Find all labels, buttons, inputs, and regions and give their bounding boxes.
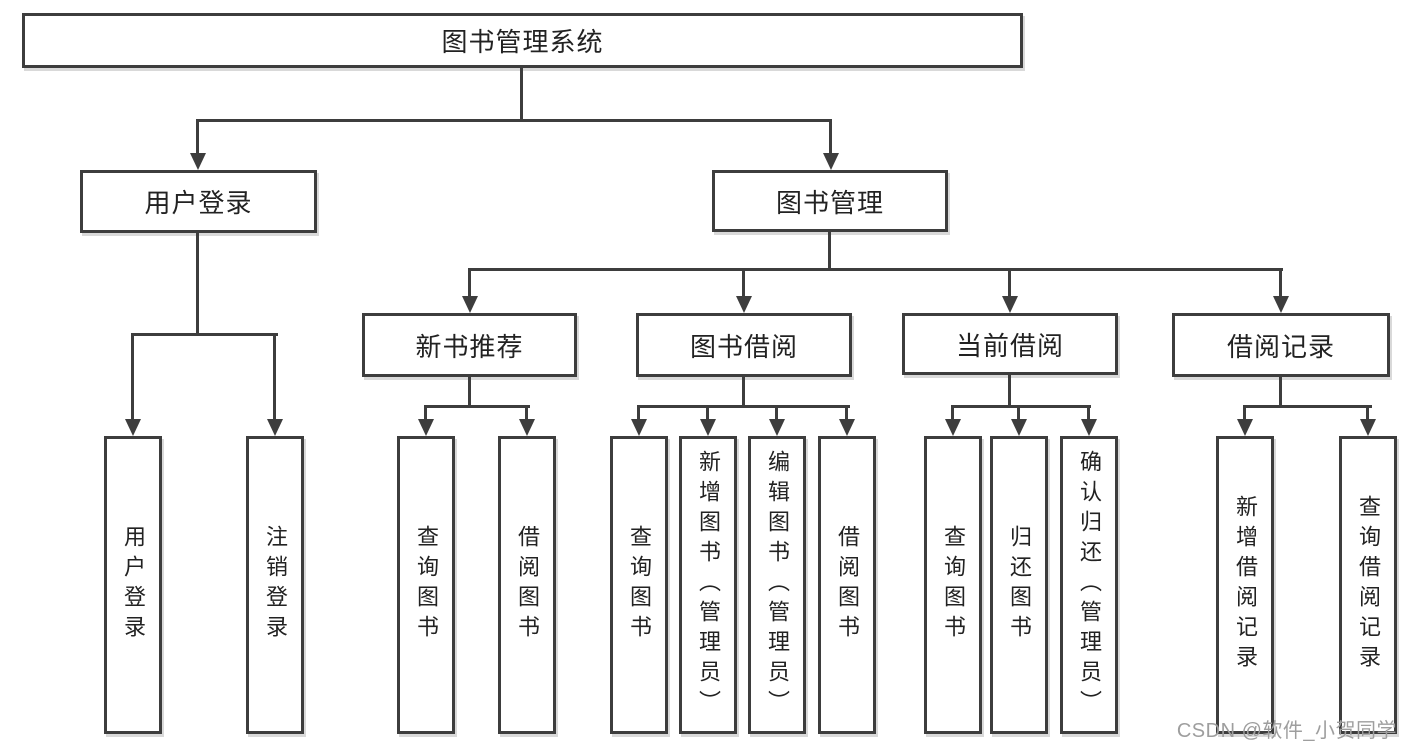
node-root-system: 图书管理系统	[22, 13, 1023, 68]
node-current-borrowing: 当前借阅	[902, 313, 1118, 375]
leaf-query-books-recommend: 查询图书	[397, 436, 455, 734]
node-label: 新书推荐	[415, 331, 524, 362]
node-label: 查询图书	[414, 525, 439, 645]
arrowhead-icon	[769, 419, 785, 436]
node-label: 归还图书	[1007, 525, 1032, 645]
leaf-return-book: 归还图书	[990, 436, 1048, 734]
connector-vline	[468, 268, 471, 299]
connector-vline	[520, 68, 523, 121]
arrowhead-icon	[945, 419, 961, 436]
node-label: 借阅图书	[515, 525, 540, 645]
arrowhead-icon	[267, 419, 283, 436]
arrowhead-icon	[736, 296, 752, 313]
connector-vline	[468, 377, 471, 408]
connector-vline	[1017, 405, 1020, 422]
node-label: 新增借阅记录	[1233, 495, 1258, 675]
leaf-edit-book-admin: 编辑图书（管理员）	[748, 436, 806, 734]
arrowhead-icon	[1360, 419, 1376, 436]
connector-vline	[829, 119, 832, 156]
leaf-add-book-admin: 新增图书（管理员）	[679, 436, 737, 734]
connector-vline	[131, 333, 134, 422]
connector-vline	[1008, 375, 1011, 408]
csdn-watermark: CSDN @软件_小贺同学	[1176, 720, 1397, 742]
connector-vline	[742, 268, 745, 299]
node-new-book-recommend: 新书推荐	[362, 313, 577, 377]
connector-vline	[706, 405, 709, 422]
node-label: 当前借阅	[955, 330, 1064, 361]
node-label: 查询借阅记录	[1356, 495, 1381, 675]
connector-hline	[131, 333, 278, 336]
arrowhead-icon	[823, 153, 839, 170]
connector-hline	[468, 268, 1283, 271]
arrowhead-icon	[519, 419, 535, 436]
arrowhead-icon	[1273, 296, 1289, 313]
node-book-borrowing: 图书借阅	[636, 313, 852, 377]
connector-vline	[845, 405, 848, 422]
connector-vline	[273, 333, 276, 422]
arrowhead-icon	[700, 419, 716, 436]
leaf-borrow-books-recommend: 借阅图书	[498, 436, 556, 734]
connector-vline	[1279, 377, 1282, 408]
connector-vline	[1279, 268, 1282, 299]
leaf-logout: 注销登录	[246, 436, 304, 734]
connector-vline	[775, 405, 778, 422]
connector-hline	[951, 405, 1091, 408]
arrowhead-icon	[1081, 419, 1097, 436]
connector-vline	[196, 233, 199, 336]
connector-vline	[1087, 405, 1090, 422]
arrowhead-icon	[190, 153, 206, 170]
node-label: 查询图书	[627, 525, 652, 645]
leaf-user-login: 用户登录	[104, 436, 162, 734]
leaf-query-books-borrowing: 查询图书	[610, 436, 668, 734]
node-label: 用户登录	[121, 525, 146, 645]
connector-vline	[525, 405, 528, 422]
node-label: 用户登录	[144, 188, 253, 218]
node-label: 确认归还（管理员）	[1077, 450, 1102, 720]
connector-vline	[828, 232, 831, 271]
node-label: 注销登录	[263, 525, 288, 645]
connector-hline	[1243, 405, 1372, 408]
leaf-query-borrow-record: 查询借阅记录	[1339, 436, 1397, 734]
node-label: 图书借阅	[689, 331, 798, 362]
connector-vline	[1008, 268, 1011, 299]
arrowhead-icon	[839, 419, 855, 436]
leaf-borrow-book: 借阅图书	[818, 436, 876, 734]
connector-vline	[951, 405, 954, 422]
arrowhead-icon	[125, 419, 141, 436]
connector-hline	[637, 405, 850, 408]
connector-vline	[637, 405, 640, 422]
node-user-login-branch: 用户登录	[80, 170, 317, 233]
node-label: 图书管理	[775, 187, 884, 218]
connector-vline	[742, 377, 745, 408]
leaf-query-books-current: 查询图书	[924, 436, 982, 734]
connector-vline	[1366, 405, 1369, 422]
arrowhead-icon	[1011, 419, 1027, 436]
node-label: 借阅记录	[1226, 331, 1335, 362]
node-label: 图书管理系统	[441, 27, 604, 57]
connector-hline	[424, 405, 530, 408]
arrowhead-icon	[418, 419, 434, 436]
connector-hline	[196, 119, 832, 122]
node-label: 借阅图书	[835, 525, 860, 645]
connector-vline	[196, 119, 199, 156]
connector-vline	[424, 405, 427, 422]
arrowhead-icon	[1237, 419, 1253, 436]
node-label: 编辑图书（管理员）	[765, 450, 790, 720]
node-label: 查询图书	[941, 525, 966, 645]
arrowhead-icon	[631, 419, 647, 436]
node-borrowing-records: 借阅记录	[1172, 313, 1390, 377]
node-book-management-branch: 图书管理	[712, 170, 948, 232]
arrowhead-icon	[462, 296, 478, 313]
connector-vline	[1243, 405, 1246, 422]
node-label: 新增图书（管理员）	[696, 450, 721, 720]
leaf-confirm-return-admin: 确认归还（管理员）	[1060, 436, 1118, 734]
leaf-add-borrow-record: 新增借阅记录	[1216, 436, 1274, 734]
arrowhead-icon	[1002, 296, 1018, 313]
